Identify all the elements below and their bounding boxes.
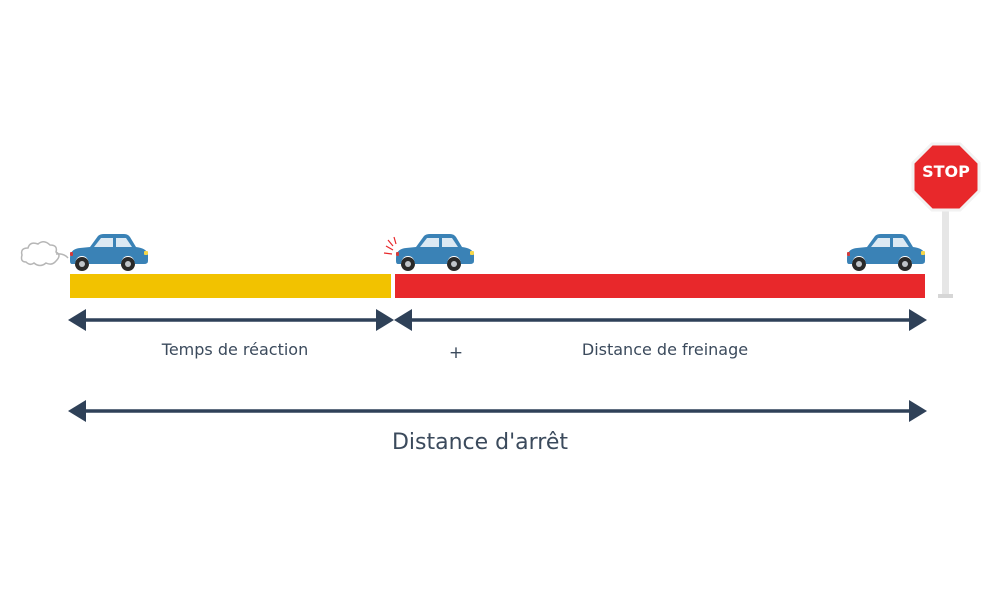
brake-spark-icon xyxy=(383,236,397,255)
car-icon xyxy=(847,234,925,271)
braking-bar xyxy=(395,274,925,298)
stopping-distance-label: Distance d'arrêt xyxy=(391,430,569,455)
stop-sign-icon xyxy=(911,142,981,298)
braking-arrow xyxy=(394,309,927,331)
reaction-arrow xyxy=(68,309,394,331)
reaction-bar xyxy=(70,274,391,298)
stopping-arrow xyxy=(68,400,927,422)
car-icon xyxy=(70,234,148,271)
braking-distance-label: Distance de freinage xyxy=(581,340,749,359)
car-icon xyxy=(396,234,474,271)
reaction-time-label: Temps de réaction xyxy=(161,340,309,359)
plus-sign: + xyxy=(448,343,464,363)
exhaust-cloud-icon xyxy=(20,241,69,267)
stop-sign-text: STOP xyxy=(922,162,970,181)
